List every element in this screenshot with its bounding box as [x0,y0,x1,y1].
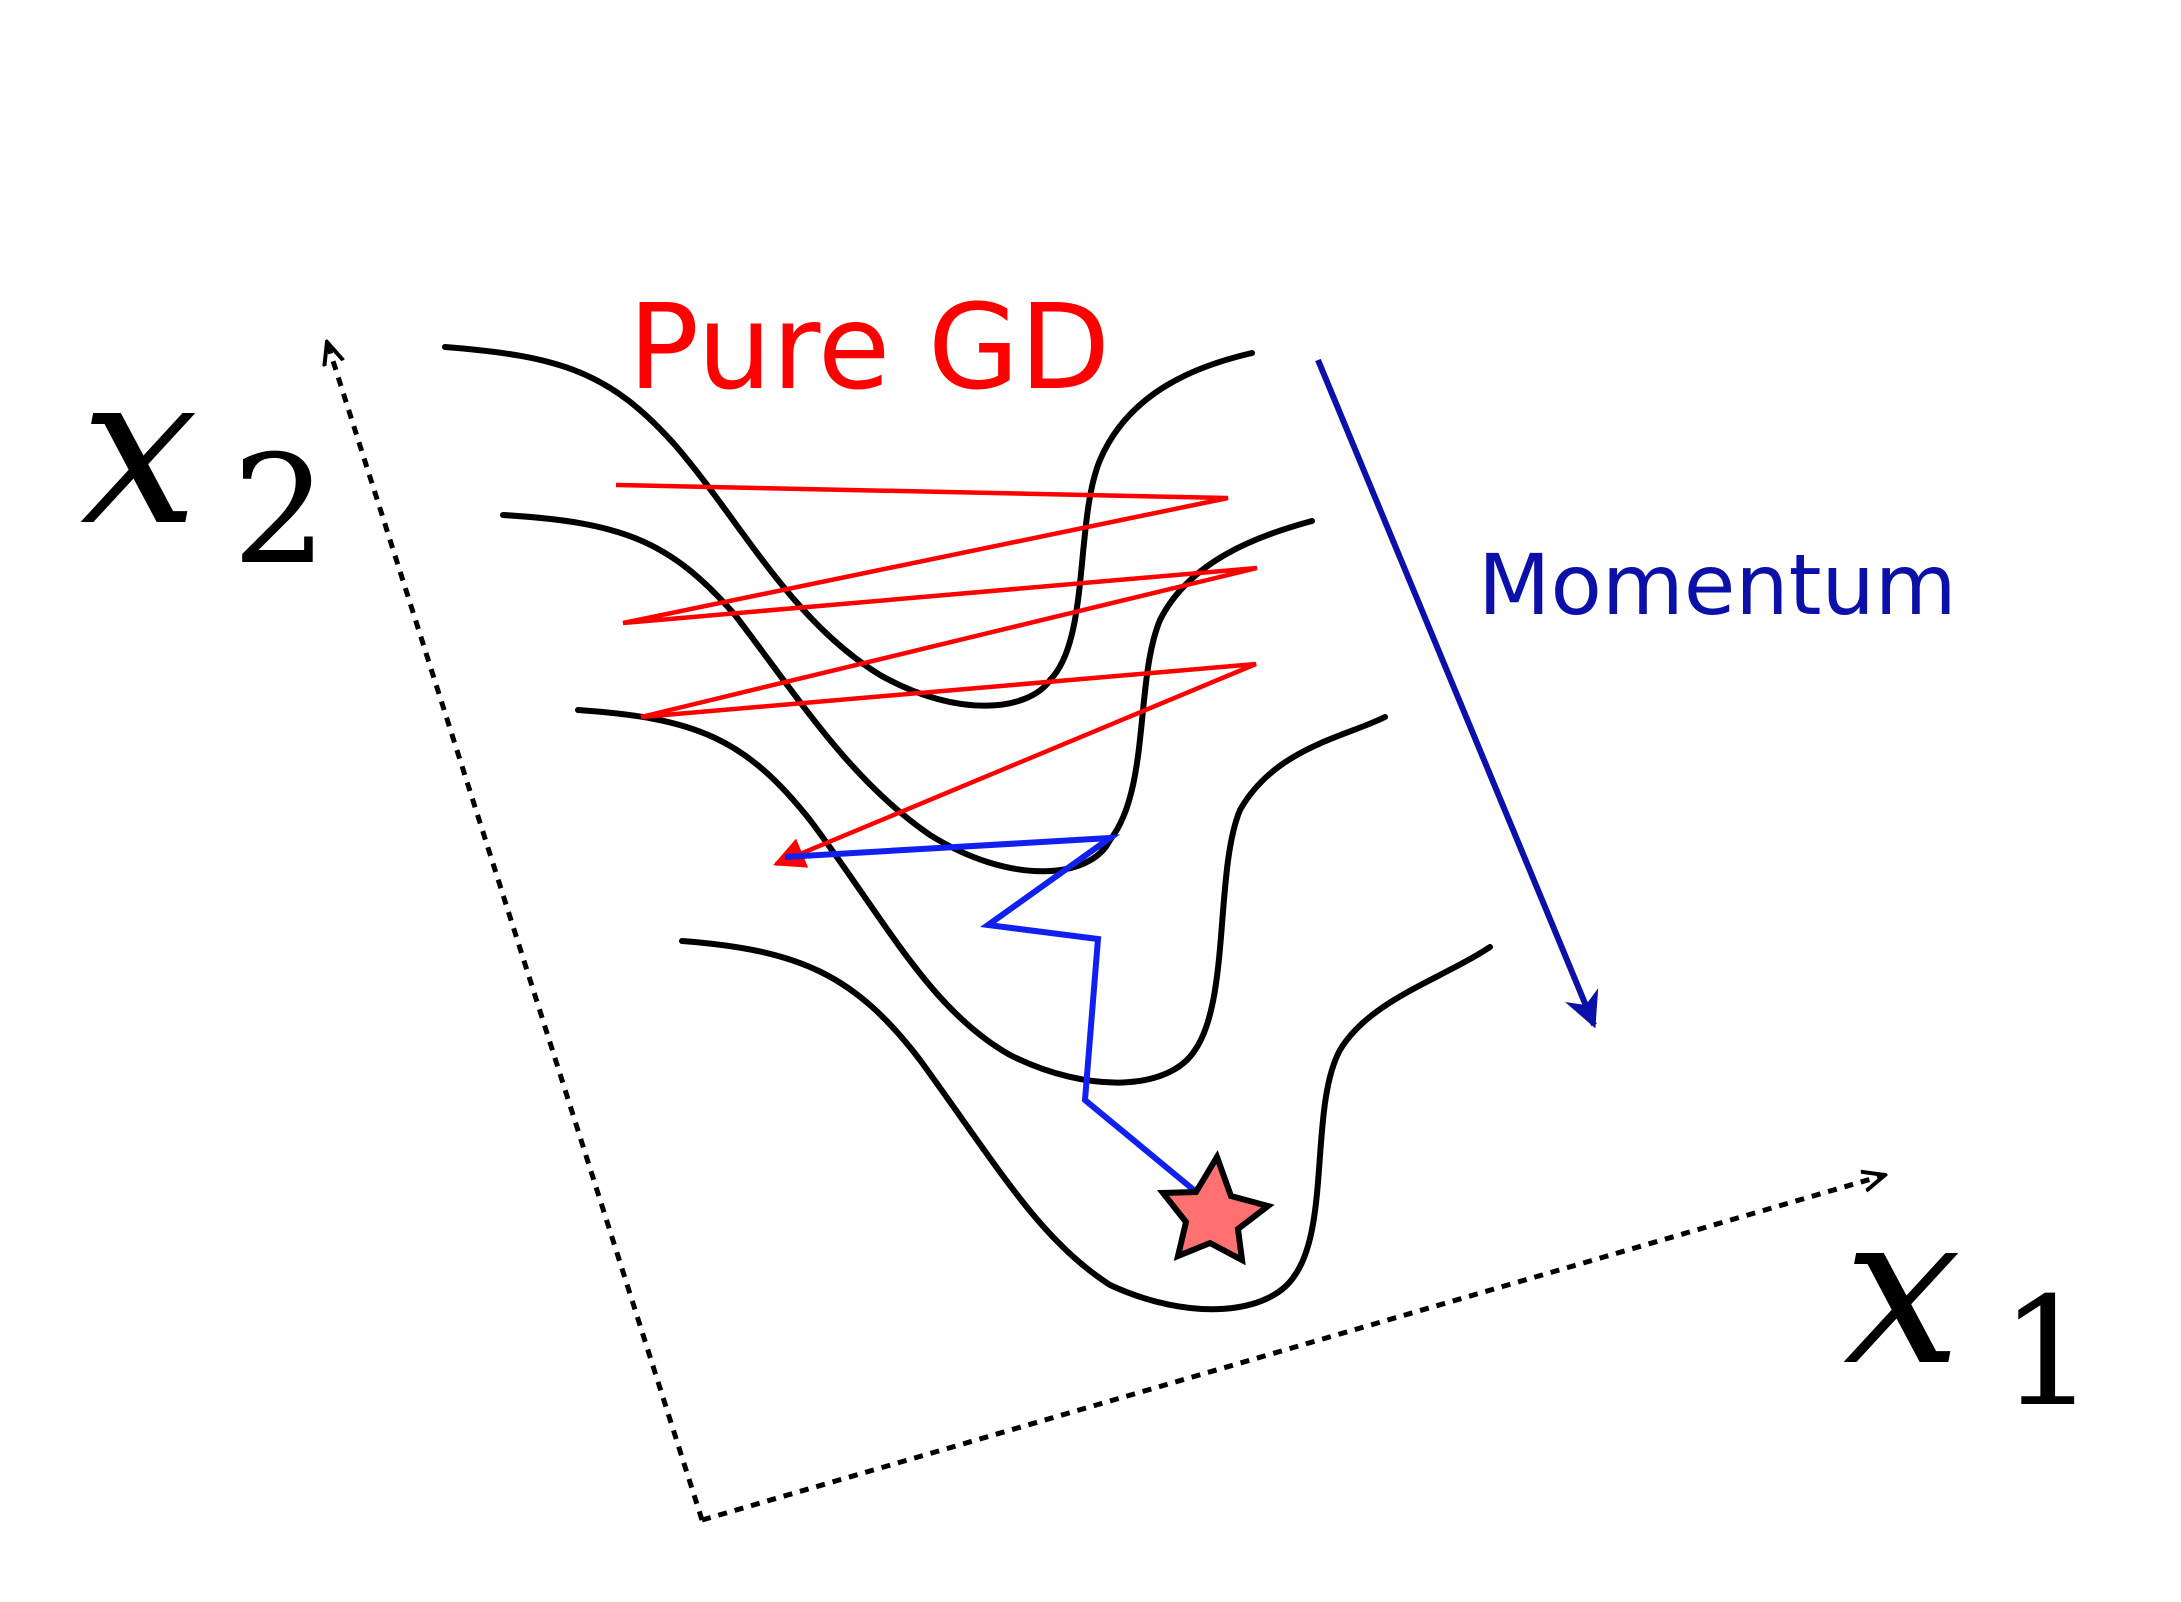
star-icon [1156,1150,1275,1266]
momentum-direction-arrow [1315,358,1599,1029]
x2-axis [327,342,705,1521]
pure-gd-path [615,482,1258,868]
momentum-path [784,834,1221,1213]
contour-line-3 [575,707,1388,1086]
contour-lines [442,344,1493,1313]
pure-gd-label: Pure GD [628,278,1110,416]
x2-axis-label-sub: 2 [232,424,327,598]
x1-axis-label-var: x [1843,1167,1961,1412]
contour-line-2 [500,512,1315,875]
x1-axis [701,1175,1885,1523]
contour-line-1 [442,344,1255,709]
axes [327,342,1885,1523]
contour-line-4 [679,938,1493,1313]
x1-axis-label: x 1 [1843,1167,2095,1440]
momentum-label: Momentum [1478,536,1957,634]
x1-axis-label-sub: 1 [2000,1266,2095,1440]
x2-axis-label-var: x [80,327,198,572]
x2-axis-label: x 2 [80,327,327,598]
